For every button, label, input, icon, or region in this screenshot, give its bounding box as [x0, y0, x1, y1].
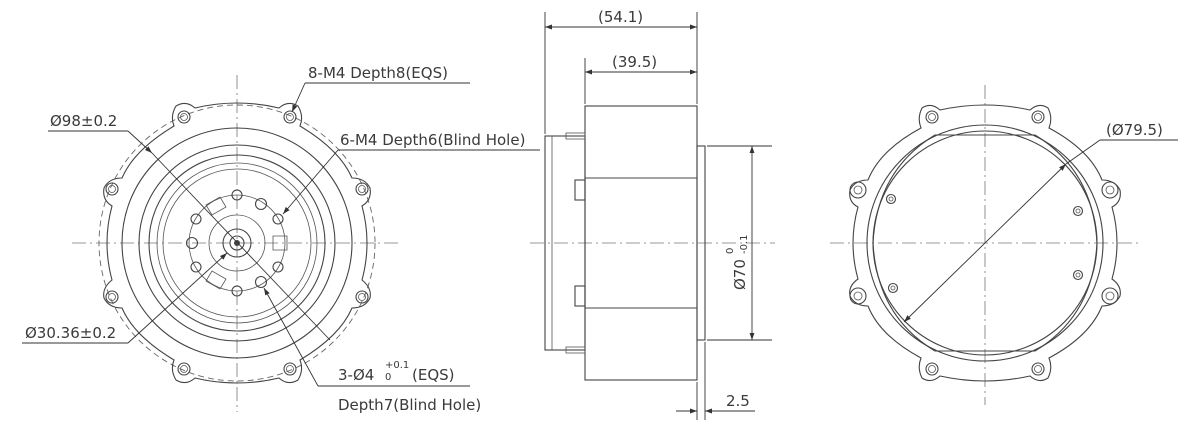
side-boss	[574, 285, 586, 307]
label-shaft-tolerance-upper: 0	[725, 248, 736, 254]
label-shaft-tolerance-lower: -0.1	[739, 234, 750, 254]
outer-mounting-holes	[105, 110, 369, 376]
output-flange-circle	[156, 162, 318, 324]
slot-feature	[205, 196, 227, 216]
flange-body-circle	[121, 127, 353, 359]
pitch-circle	[188, 194, 286, 292]
label-outer-diameter: Ø98±0.2	[50, 112, 117, 130]
outer-flange-outline	[103, 102, 371, 384]
label-bolt-circle-holes: 8-M4 Depth8(EQS)	[308, 64, 448, 82]
side-view: (54.1) (39.5) Ø70 0 -0.1 2.5	[530, 8, 775, 420]
label-blind-holes: 6-M4 Depth6(Blind Hole)	[340, 131, 525, 149]
rear-cover-screws	[885, 193, 1084, 294]
label-shaft-diameter: Ø70	[731, 259, 749, 290]
label-pin-tolerance-upper: +0.1	[385, 360, 409, 371]
leader-inner-diameter	[127, 252, 228, 344]
label-pin-holes-suffix: (EQS)	[412, 366, 455, 384]
label-flange-offset: 2.5	[726, 392, 750, 410]
leader-bolt-holes	[291, 82, 306, 113]
rear-cover	[872, 134, 1098, 352]
rear-view: (Ø79.5)	[830, 85, 1178, 405]
left-flange	[544, 135, 586, 351]
slot-feature	[272, 235, 288, 251]
dimension-line-outer-diameter	[151, 152, 331, 341]
label-pin-depth: Depth7(Blind Hole)	[338, 396, 481, 414]
side-boss	[574, 179, 586, 201]
bore-circle	[222, 228, 252, 258]
shaft-circle	[229, 235, 245, 251]
label-body-length: (39.5)	[612, 53, 657, 71]
pin-holes	[185, 197, 268, 289]
rear-housing-outer	[866, 124, 1104, 362]
housing-circle	[138, 144, 336, 342]
label-housing-diameter: (Ø79.5)	[1106, 121, 1163, 139]
blind-holes	[190, 189, 284, 297]
dimension-housing-diameter	[903, 163, 1067, 323]
leader-blind-holes	[282, 149, 339, 215]
slot-feature	[205, 270, 227, 290]
flange-tab	[565, 346, 586, 354]
label-pin-tolerance-lower: 0	[385, 372, 391, 383]
output-flange	[696, 145, 706, 341]
rear-mounting-holes	[849, 110, 1119, 376]
leader-housing-diameter	[1065, 139, 1101, 165]
flange-tab	[565, 132, 586, 140]
hub-circle	[208, 214, 266, 272]
label-inner-diameter: Ø30.36±0.2	[25, 324, 116, 342]
housing-inner-circle	[148, 154, 326, 332]
label-pin-holes-prefix: 3-Ø4	[338, 366, 374, 384]
label-overall-length: (54.1)	[598, 8, 643, 26]
bolt-circle-dashed	[98, 104, 376, 382]
front-view: 8-M4 Depth8(EQS) Ø98±0.2 6-M4 Depth6(Bli…	[22, 64, 540, 414]
leader-outer-diameter	[127, 130, 153, 154]
output-flange-step	[162, 168, 312, 318]
leader-pin-holes	[263, 287, 319, 387]
